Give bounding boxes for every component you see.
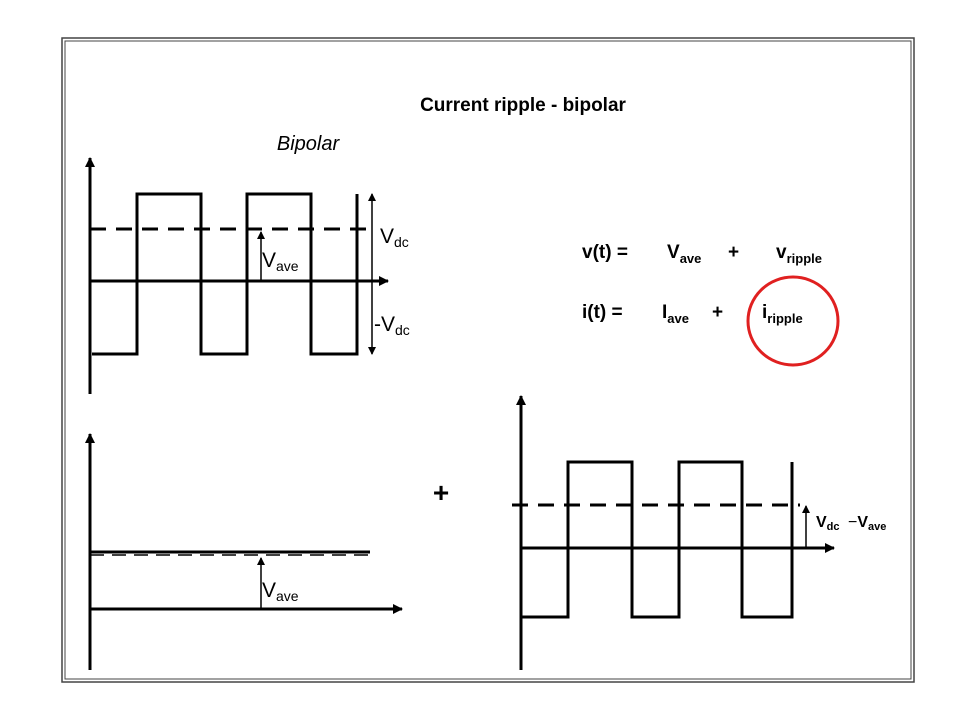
vave-label: Vave: [262, 579, 299, 604]
vdc-label: Vdc: [380, 225, 409, 250]
ripple-component-plot: Vdc −Vave: [512, 395, 886, 670]
equations: v(t) = Vave + vripple i(t) = Iave + irip…: [582, 242, 840, 367]
bipolar-subtitle: Bipolar: [277, 133, 341, 155]
bipolar-waveform-plot: Vdc -Vdc Vave: [85, 157, 410, 394]
slide-frame-inner: [64, 40, 912, 680]
current-equation: i(t) = Iave + iripple: [582, 302, 803, 328]
vdc-minus-vave-label: Vdc −Vave: [816, 514, 886, 534]
slide-title: Current ripple - bipolar: [420, 95, 626, 116]
ripple-square-wave: [522, 460, 794, 619]
vave-label: Vave: [262, 249, 299, 274]
ripple-highlight-circle: [746, 275, 840, 367]
square-wave: [92, 192, 359, 356]
plus-sign: +: [433, 477, 449, 508]
neg-vdc-label: -Vdc: [374, 313, 410, 338]
dc-component-plot: Vave: [85, 433, 403, 670]
slide-frame-outer: [61, 37, 915, 683]
voltage-equation: v(t) = Vave + vripple: [582, 242, 822, 268]
